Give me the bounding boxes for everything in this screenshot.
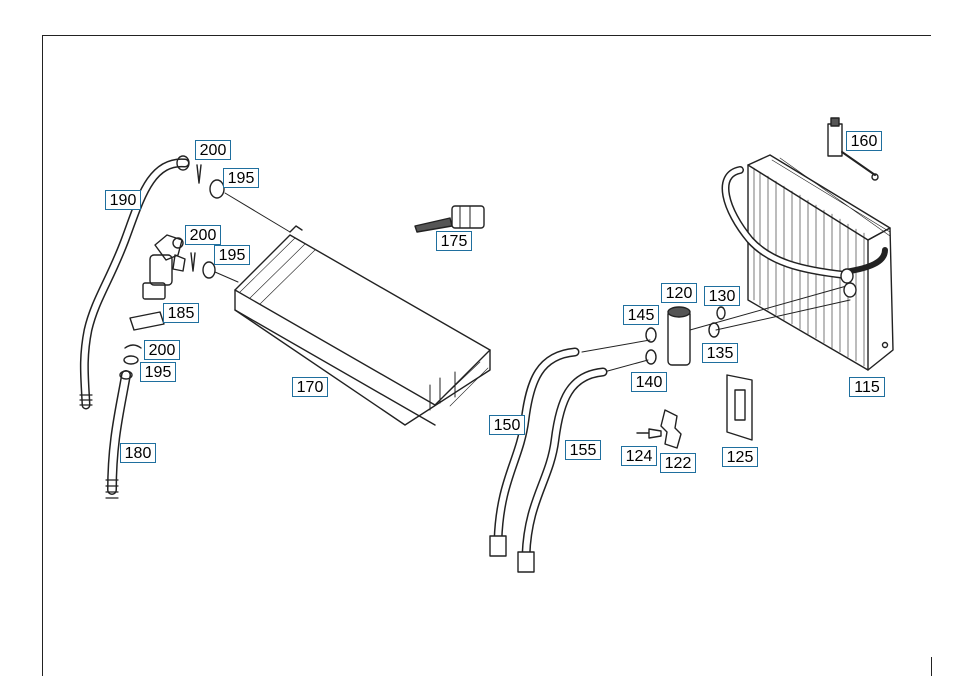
sensor-175 <box>414 205 485 233</box>
callout-130[interactable]: 130 <box>704 286 740 306</box>
hose-180 <box>105 370 133 499</box>
callout-190[interactable]: 190 <box>105 190 141 210</box>
pipe-155 <box>517 367 608 573</box>
callout-115[interactable]: 115 <box>849 377 885 397</box>
callout-160[interactable]: 160 <box>846 131 882 151</box>
callout-120[interactable]: 120 <box>661 283 697 303</box>
callout-140[interactable]: 140 <box>631 372 667 392</box>
evaporator-115 <box>721 154 894 371</box>
leader-lines <box>214 192 851 373</box>
callout-122[interactable]: 122 <box>660 453 696 473</box>
heater-core-170 <box>234 225 491 426</box>
callout-200[interactable]: 200 <box>144 340 180 360</box>
callout-185[interactable]: 185 <box>163 303 199 323</box>
callout-150[interactable]: 150 <box>489 415 525 435</box>
callout-124[interactable]: 124 <box>621 446 657 466</box>
fasteners <box>636 374 753 449</box>
callout-155[interactable]: 155 <box>565 440 601 460</box>
small-seals <box>123 164 225 365</box>
callout-145[interactable]: 145 <box>623 305 659 325</box>
callout-170[interactable]: 170 <box>292 377 328 397</box>
callout-195[interactable]: 195 <box>214 245 250 265</box>
callout-195[interactable]: 195 <box>140 362 176 382</box>
callout-195[interactable]: 195 <box>223 168 259 188</box>
parts-illustration <box>79 117 894 573</box>
callout-180[interactable]: 180 <box>120 443 156 463</box>
callout-175[interactable]: 175 <box>436 231 472 251</box>
hose-190 <box>79 155 190 410</box>
sensor-160 <box>827 117 879 181</box>
right-margin <box>931 0 964 657</box>
callout-200[interactable]: 200 <box>185 225 221 245</box>
expansion-valve-120 <box>645 306 726 366</box>
valve-185 <box>129 234 186 331</box>
callout-125[interactable]: 125 <box>722 447 758 467</box>
callout-135[interactable]: 135 <box>702 343 738 363</box>
callout-200[interactable]: 200 <box>195 140 231 160</box>
